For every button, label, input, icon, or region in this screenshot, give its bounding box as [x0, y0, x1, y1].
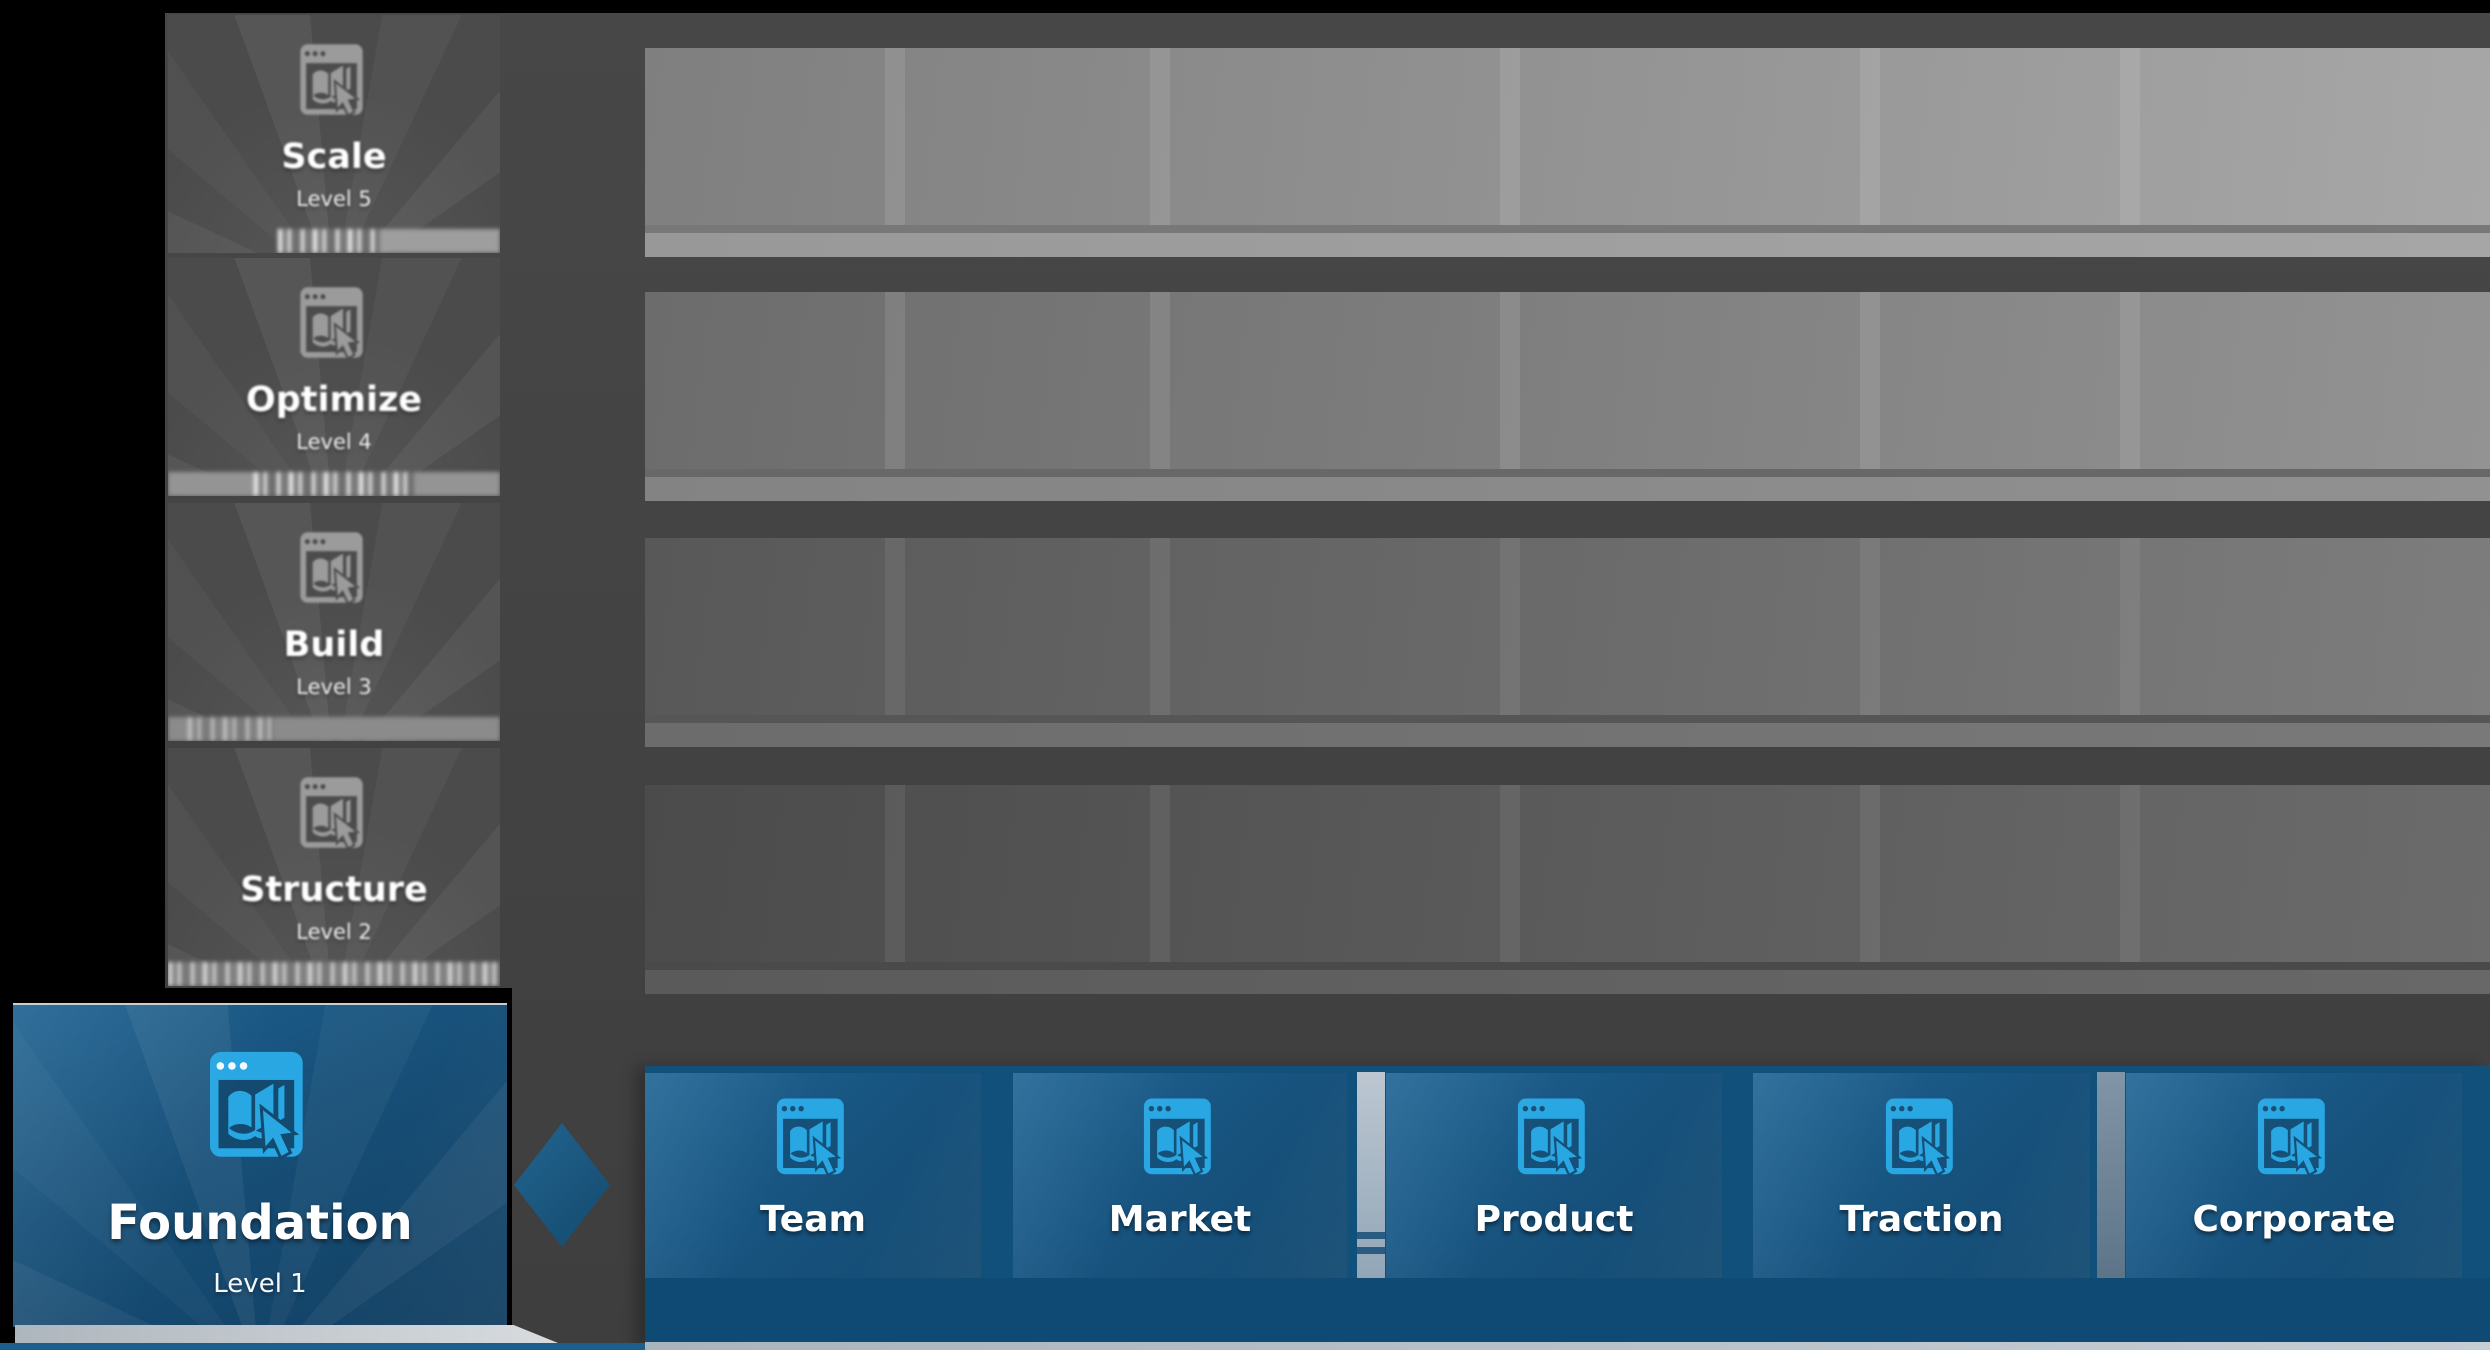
category-tile-traction[interactable]: Traction — [1753, 1073, 2090, 1278]
barcode-strip — [168, 962, 500, 986]
category-row-container: Team Market Product Tra — [645, 1066, 2490, 1350]
category-tile-market[interactable]: Market — [1013, 1073, 1347, 1278]
bottom-blue-strip — [0, 1343, 645, 1350]
browser-book-cursor-icon — [293, 41, 375, 123]
category-label: Traction — [1839, 1199, 2004, 1240]
browser-book-cursor-icon — [1510, 1095, 1598, 1183]
blurred-tiles — [645, 538, 2490, 715]
blurred-tiles — [645, 785, 2490, 962]
browser-book-cursor-icon — [199, 1047, 321, 1169]
blurred-row-level-3 — [645, 538, 2490, 747]
blurred-row-level-5 — [645, 48, 2490, 257]
category-label: Team — [760, 1199, 866, 1240]
level-tile-sublabel: Level 5 — [296, 187, 372, 211]
browser-book-cursor-icon — [2250, 1095, 2338, 1183]
category-row-shade — [645, 1278, 2490, 1342]
barcode-strip — [168, 229, 500, 253]
blurred-barcode-band — [645, 477, 2490, 501]
browser-book-cursor-icon — [769, 1095, 857, 1183]
browser-book-cursor-icon — [1136, 1095, 1224, 1183]
category-tile-product[interactable]: Product — [1386, 1073, 1722, 1278]
level-tile-build: Build Level 3 — [168, 503, 500, 741]
level-tile-foundation-active[interactable]: Foundation Level 1 — [13, 1003, 507, 1327]
level-tile-optimize: Optimize Level 4 — [168, 258, 500, 496]
blurred-barcode-band — [645, 723, 2490, 747]
level-tile-structure: Structure Level 2 — [168, 748, 500, 986]
row-divider — [2097, 1072, 2125, 1278]
level-tile-name: Scale — [281, 137, 387, 177]
category-label: Product — [1474, 1199, 1634, 1240]
barcode-strip — [168, 472, 500, 496]
blurred-row-level-2 — [645, 785, 2490, 994]
blurred-barcode-band — [645, 233, 2490, 257]
blurred-tiles — [645, 48, 2490, 225]
blurred-tiles — [645, 292, 2490, 469]
category-tile-corporate[interactable]: Corporate — [2126, 1073, 2462, 1278]
blurred-row-level-4 — [645, 292, 2490, 501]
level-tile-name: Optimize — [245, 380, 423, 420]
barcode-strip — [168, 717, 500, 741]
level-tile-sublabel: Level 2 — [296, 920, 372, 944]
level-tile-name: Structure — [240, 870, 428, 910]
category-label: Market — [1108, 1199, 1252, 1240]
level-tile-sublabel: Level 4 — [296, 430, 372, 454]
row-divider — [1357, 1072, 1385, 1278]
browser-book-cursor-icon — [293, 284, 375, 366]
category-row-bottom-strip — [645, 1342, 2490, 1350]
active-level-name: Foundation — [107, 1195, 413, 1251]
level-tile-scale: Scale Level 5 — [168, 15, 500, 253]
category-tile-team[interactable]: Team — [645, 1073, 981, 1278]
browser-book-cursor-icon — [1878, 1095, 1966, 1183]
foundation-pedestal — [15, 1325, 563, 1345]
level-tile-name: Build — [283, 625, 385, 665]
browser-book-cursor-icon — [293, 529, 375, 611]
active-level-sublabel: Level 1 — [213, 1269, 307, 1299]
browser-book-cursor-icon — [293, 774, 375, 856]
category-label: Corporate — [2192, 1199, 2396, 1240]
blurred-barcode-band — [645, 970, 2490, 994]
level-tile-sublabel: Level 3 — [296, 675, 372, 699]
